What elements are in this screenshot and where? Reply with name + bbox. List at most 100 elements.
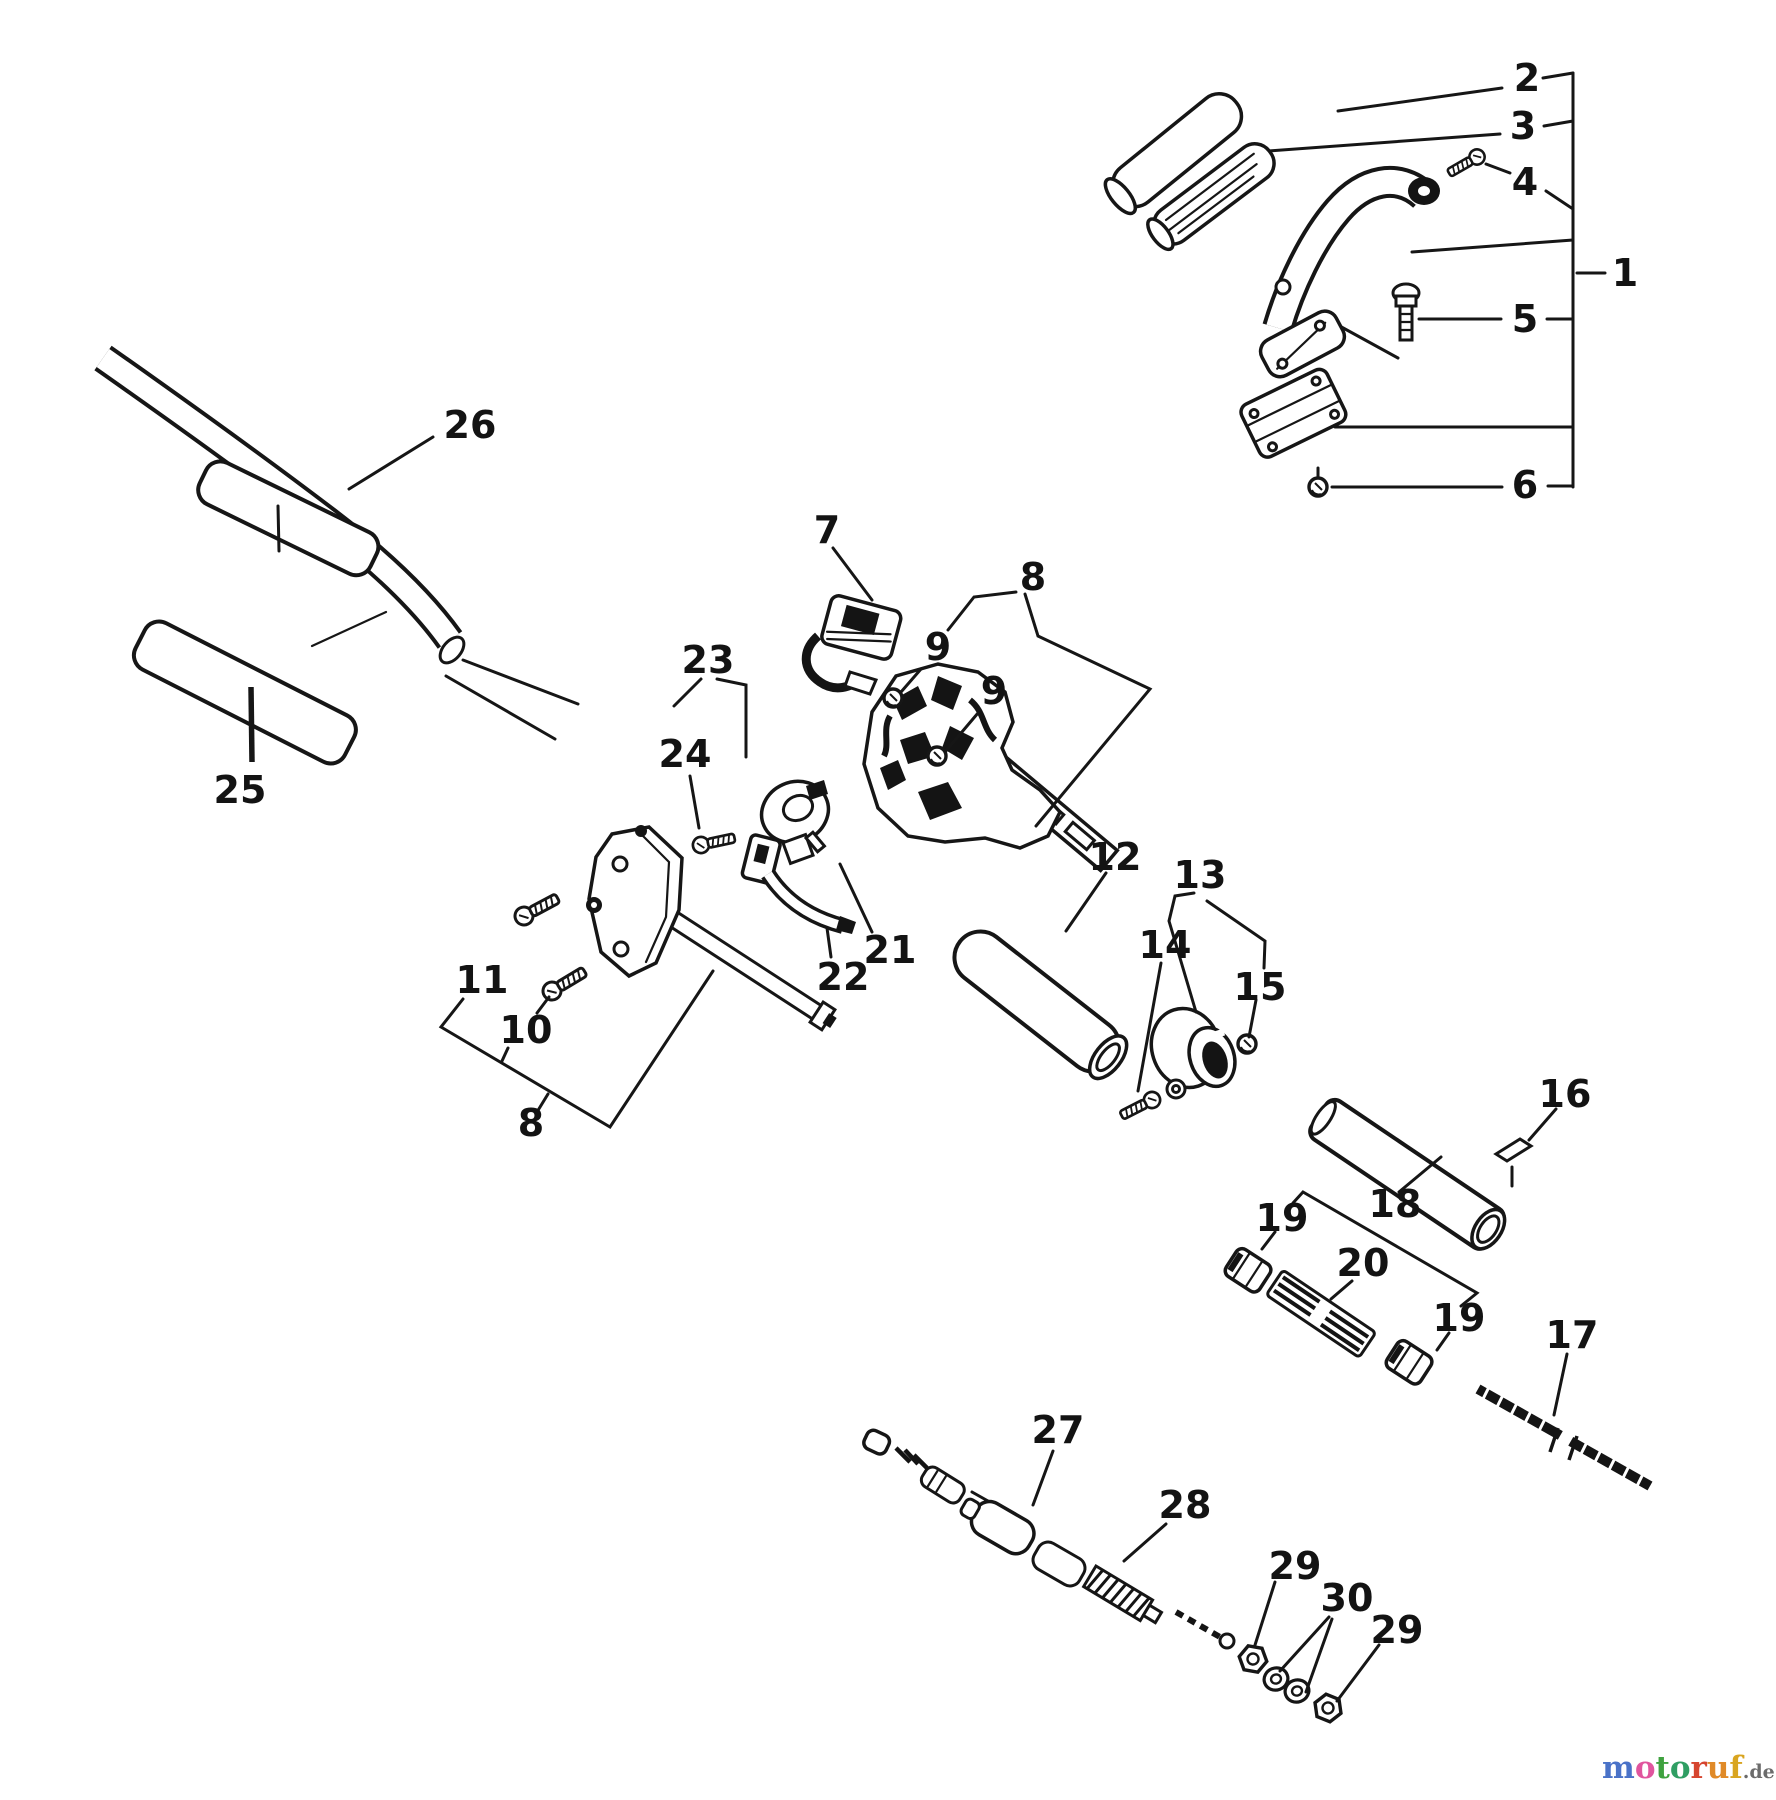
callout-1: 1 bbox=[1612, 251, 1638, 295]
callout-2: 2 bbox=[1514, 56, 1540, 100]
handlebar-continuation-bottom bbox=[444, 674, 557, 741]
callout-14: 14 bbox=[1139, 923, 1192, 967]
part-20-spline-coupler bbox=[1266, 1270, 1376, 1358]
callout-21: 21 bbox=[864, 928, 917, 972]
callout-6: 6 bbox=[1512, 463, 1538, 507]
part-24-screw bbox=[690, 828, 738, 856]
part-2-grip bbox=[1103, 92, 1244, 216]
part-15-nut bbox=[1236, 1033, 1258, 1055]
part-29-nut-a bbox=[1235, 1642, 1271, 1676]
part-9-nut-b bbox=[926, 745, 948, 767]
part-16-decal bbox=[1493, 1137, 1534, 1163]
part-7-switch bbox=[801, 594, 903, 696]
throttle-cable-group bbox=[862, 1428, 1381, 1727]
part-3-grip bbox=[1146, 142, 1276, 252]
leader-part-15 bbox=[1247, 998, 1258, 1039]
callout-12: 12 bbox=[1089, 835, 1142, 879]
leader-part-14 bbox=[1136, 961, 1163, 1093]
leader-part-19b bbox=[1435, 1331, 1451, 1352]
leader-part-21 bbox=[838, 862, 874, 934]
logo-suffix: .de bbox=[1742, 1761, 1775, 1783]
callout-3: 3 bbox=[1510, 104, 1536, 148]
part-19-nut-a bbox=[1223, 1246, 1273, 1294]
callout-19-a: 19 bbox=[1256, 1196, 1309, 1240]
callout-8-top: 8 bbox=[1020, 555, 1046, 599]
leader-part-3b bbox=[1542, 119, 1575, 128]
leader-part-4b bbox=[1544, 189, 1575, 211]
leader-part-2 bbox=[1336, 86, 1504, 113]
leader-part-27 bbox=[1031, 1449, 1055, 1507]
leader-part-7 bbox=[831, 546, 874, 602]
part-19-nut-b bbox=[1384, 1338, 1434, 1386]
handle-assembly-group bbox=[1103, 71, 1607, 498]
callout-29-b: 29 bbox=[1371, 1608, 1424, 1652]
logo-letter: u bbox=[1706, 1750, 1730, 1786]
leader-part-19a bbox=[1260, 1230, 1277, 1251]
callout-15: 15 bbox=[1234, 965, 1287, 1009]
logo-letter: f bbox=[1729, 1750, 1743, 1786]
bracket-part-13-left bbox=[1167, 891, 1198, 1014]
part-17-drive-cable bbox=[1475, 1384, 1653, 1491]
handlebar-break-line bbox=[310, 610, 388, 648]
part-9-nut-a bbox=[882, 687, 904, 709]
leader-part-30a bbox=[1278, 1615, 1331, 1673]
bracket-part-8-top-right bbox=[1023, 592, 1153, 828]
leader-part-16 bbox=[1527, 1107, 1558, 1142]
callout-4: 4 bbox=[1512, 160, 1538, 204]
leader-part-22 bbox=[825, 926, 833, 959]
part-27-cable bbox=[862, 1428, 1087, 1588]
callout-20: 20 bbox=[1337, 1241, 1390, 1285]
leader-handle-bar bbox=[1410, 238, 1575, 254]
part-22-trigger bbox=[740, 833, 856, 934]
leader-part-29b bbox=[1335, 1643, 1381, 1703]
callout-16: 16 bbox=[1539, 1072, 1592, 1116]
callout-18: 18 bbox=[1369, 1182, 1422, 1226]
bracket-part-8-bottom bbox=[438, 969, 715, 1130]
link-decal-26 bbox=[276, 504, 281, 553]
part-18-tube bbox=[1308, 1097, 1507, 1251]
callout-11: 11 bbox=[456, 958, 509, 1002]
part-1-handle-arm bbox=[1262, 166, 1440, 333]
part-1-clamp-lower bbox=[1239, 367, 1348, 459]
leader-part-9b bbox=[943, 711, 980, 754]
callout-29-a: 29 bbox=[1269, 1544, 1322, 1588]
motoruf-logo[interactable]: motoruf.de bbox=[1602, 1750, 1775, 1786]
callout-10: 10 bbox=[500, 1008, 553, 1052]
callout-8-bottom: 8 bbox=[518, 1101, 544, 1145]
leader-part-2b bbox=[1541, 71, 1575, 80]
callout-24: 24 bbox=[659, 732, 712, 776]
part-4-screw bbox=[1443, 145, 1489, 182]
part-11-screw bbox=[510, 888, 564, 930]
part-25-decal bbox=[131, 619, 358, 766]
throttle-assembly-group bbox=[438, 546, 1267, 1130]
callout-13: 13 bbox=[1174, 853, 1227, 897]
part-28-adjuster bbox=[1081, 1563, 1236, 1650]
callout-22: 22 bbox=[817, 955, 870, 999]
part-12-grip-tube bbox=[952, 929, 1129, 1081]
callout-9-b: 9 bbox=[981, 669, 1007, 713]
leader-part-9a bbox=[899, 667, 923, 694]
leader-part-12 bbox=[1064, 871, 1108, 933]
leader-part-18 bbox=[1397, 1155, 1443, 1194]
leader-part-26 bbox=[347, 435, 435, 491]
shaft-tube-group bbox=[1223, 1097, 1653, 1491]
callout-26: 26 bbox=[444, 403, 497, 447]
logo-letter: o bbox=[1634, 1750, 1656, 1786]
part-6-nut bbox=[1307, 476, 1329, 498]
leader-part-17 bbox=[1552, 1352, 1569, 1417]
leader-part-3 bbox=[1266, 132, 1502, 153]
callout-19-b: 19 bbox=[1433, 1296, 1486, 1340]
handlebar-group bbox=[94, 345, 580, 766]
callout-17: 17 bbox=[1546, 1313, 1599, 1357]
callout-28: 28 bbox=[1159, 1483, 1212, 1527]
leader-part-20 bbox=[1329, 1279, 1354, 1301]
part-5-bolt bbox=[1391, 282, 1421, 342]
leader-part-25 bbox=[248, 686, 255, 763]
leader-part-10 bbox=[535, 995, 551, 1015]
logo-letter: r bbox=[1690, 1750, 1707, 1786]
logo-letter: o bbox=[1669, 1750, 1691, 1786]
part-8-housing-cover bbox=[586, 825, 837, 1032]
bracket-part-23-left bbox=[672, 677, 703, 708]
part-1-clamp-upper bbox=[1258, 309, 1347, 379]
